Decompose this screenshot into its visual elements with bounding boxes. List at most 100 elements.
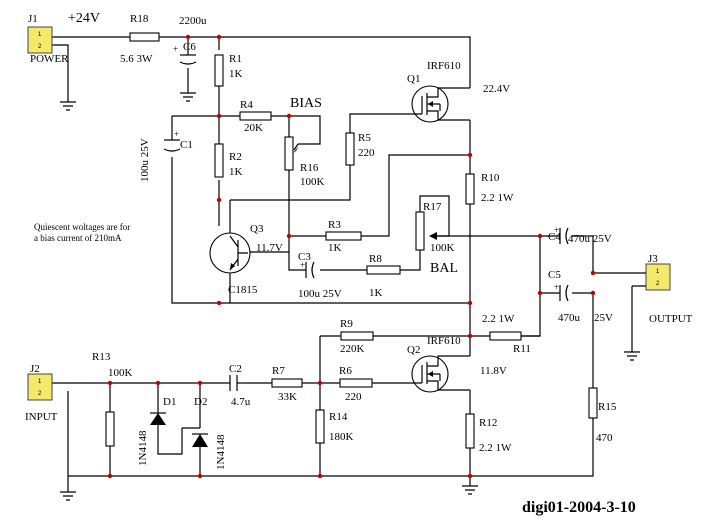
resistor-r12: R12 2.2 1W (465, 413, 512, 454)
svg-text:22.4V: 22.4V (483, 83, 510, 95)
svg-text:Q1: Q1 (407, 73, 420, 85)
svg-text:Q2: Q2 (407, 344, 420, 356)
svg-text:11.8V: 11.8V (480, 365, 507, 377)
resistor-r11: 2.2 1W R11 (482, 313, 531, 355)
wires (52, 36, 633, 492)
svg-text:C2: C2 (229, 363, 242, 375)
svg-text:220K: 220K (340, 343, 365, 355)
connector-ref: J1 (28, 13, 38, 25)
svg-text:R1: R1 (229, 53, 242, 65)
connector-j3: 1 2 J3 OUTPUT (632, 253, 693, 325)
resistor-r5: R5 220 (345, 132, 375, 166)
pin-label: 1 (38, 379, 42, 385)
svg-text:1K: 1K (369, 287, 383, 299)
svg-text:R2: R2 (229, 151, 242, 163)
svg-text:R5: R5 (358, 132, 371, 144)
svg-text:C6: C6 (183, 41, 196, 53)
svg-text:+: + (554, 225, 559, 235)
diode-d1: D1 1N4148 (137, 396, 176, 466)
svg-text:R11: R11 (513, 343, 531, 355)
resistor-r13: R13 100K (92, 351, 133, 447)
svg-text:R8: R8 (369, 253, 382, 265)
svg-text:100K: 100K (108, 367, 133, 379)
svg-text:25V: 25V (594, 312, 613, 324)
svg-text:2200u: 2200u (179, 15, 207, 27)
svg-text:100u 25V: 100u 25V (139, 138, 151, 182)
svg-text:2.2 1W: 2.2 1W (481, 192, 514, 204)
resistor-r8: R8 1K (366, 253, 401, 299)
svg-text:R7: R7 (272, 365, 285, 377)
svg-text:100K: 100K (430, 242, 455, 254)
resistor-r3: R3 1K (325, 219, 362, 254)
svg-text:R13: R13 (92, 351, 111, 363)
svg-text:D2: D2 (194, 396, 207, 408)
connector-j2: 1 2 J2 INPUT (25, 363, 58, 423)
svg-text:1N4148: 1N4148 (137, 430, 149, 466)
connector-j1: 1 2 J1 POWER (27, 13, 69, 65)
svg-text:20K: 20K (244, 122, 263, 134)
connector-ref: J3 (648, 253, 658, 265)
pin-label: 2 (38, 391, 42, 397)
quiescent-note-line2: a bias current of 210mA (34, 233, 122, 243)
svg-text:R17: R17 (423, 201, 442, 213)
junction-dots (107, 34, 596, 479)
resistor-r10: R10 2.2 1W (465, 172, 514, 205)
svg-text:R4: R4 (240, 99, 253, 111)
svg-text:R10: R10 (481, 172, 500, 184)
svg-text:100K: 100K (300, 176, 325, 188)
svg-text:+: + (173, 44, 178, 54)
mosfet-q2: Q2 IRF610 11.8V (407, 335, 507, 393)
svg-text:470: 470 (596, 432, 613, 444)
supply-label: +24V (68, 11, 100, 26)
svg-text:+: + (174, 129, 179, 139)
capacitor-c1: + C1 100u 25V (139, 129, 193, 182)
svg-text:C1815: C1815 (228, 284, 258, 296)
svg-text:1K: 1K (229, 166, 243, 178)
resistor-r4: R4 20K (239, 99, 272, 134)
diode-d2: D2 1N4148 (182, 396, 227, 470)
svg-text:BAL: BAL (430, 261, 458, 276)
bjt-q3: Q3 C1815 11.7V (209, 223, 283, 296)
pin-label: 1 (656, 269, 660, 275)
svg-text:4.7u: 4.7u (231, 396, 251, 408)
pin-label: 1 (38, 32, 42, 38)
svg-text:11.7V: 11.7V (256, 242, 283, 254)
connector-ref: J2 (30, 363, 40, 375)
svg-text:180K: 180K (329, 431, 354, 443)
svg-text:R16: R16 (300, 162, 319, 174)
svg-text:R3: R3 (328, 219, 341, 231)
svg-text:220: 220 (358, 147, 375, 159)
svg-text:R18: R18 (130, 13, 149, 25)
resistor-r6: R6 220 (339, 365, 373, 403)
resistor-r14: R14 180K (315, 409, 354, 444)
ground-symbols (60, 92, 640, 501)
svg-text:R15: R15 (598, 401, 617, 413)
resistor-r7: R7 33K (271, 365, 303, 403)
svg-text:+: + (554, 282, 559, 292)
resistor-r15: R15 470 (588, 387, 617, 444)
svg-text:C4: C4 (548, 231, 561, 243)
svg-text:R6: R6 (339, 365, 352, 377)
pin-label: 2 (38, 44, 42, 50)
svg-text:1N4148: 1N4148 (215, 434, 227, 470)
svg-text:R12: R12 (479, 417, 497, 429)
svg-text:IRF610: IRF610 (427, 60, 461, 72)
svg-text:2.2 1W: 2.2 1W (482, 313, 515, 325)
capacitor-c4: + C4 470u 25V (548, 225, 612, 245)
quiescent-note-line1: Quiescent woltages are for (34, 222, 130, 232)
resistor-r16: BIAS R16 100K (284, 96, 325, 188)
svg-text:470u 25V: 470u 25V (568, 233, 612, 245)
svg-text:5.6 3W: 5.6 3W (120, 53, 153, 65)
capacitor-c6: C6 2200u + (173, 15, 207, 65)
svg-text:BIAS: BIAS (290, 96, 322, 111)
resistor-r17: R17 100K BAL (415, 201, 458, 276)
svg-text:100u 25V: 100u 25V (298, 288, 342, 300)
capacitor-c3: + C3 100u 25V (298, 251, 342, 300)
pin-label: 2 (656, 281, 660, 287)
capacitor-c5: + C5 470u 25V (548, 269, 613, 324)
connector-name: INPUT (25, 411, 58, 423)
svg-text:C3: C3 (298, 251, 311, 263)
mosfet-q1: Q1 IRF610 22.4V (407, 60, 510, 123)
svg-text:1K: 1K (229, 68, 243, 80)
